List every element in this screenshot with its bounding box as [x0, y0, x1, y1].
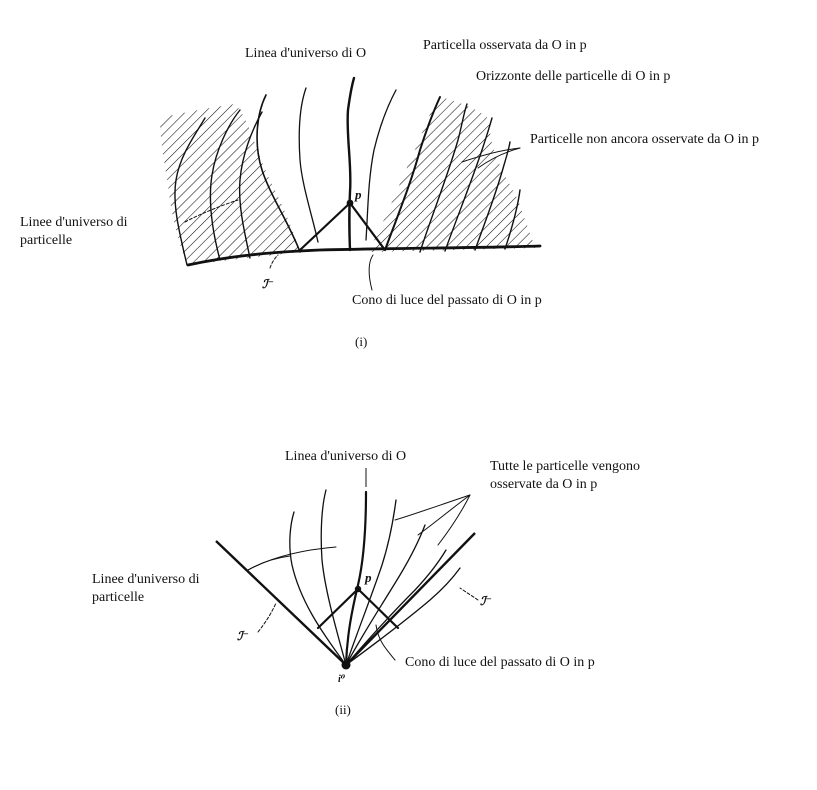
horizon-boundary-right — [384, 96, 441, 251]
leader-line — [257, 602, 277, 633]
leader-line — [375, 624, 396, 661]
label-all-observed-l1: Tutte le particelle vengono — [490, 459, 640, 474]
symbol-p-ii: p — [364, 570, 372, 585]
symbol-p-i: p — [354, 187, 362, 202]
particle-worldline — [238, 111, 263, 259]
label-worldline-O-ii: Linea d'universo di O — [285, 449, 406, 464]
leader-line — [417, 494, 471, 536]
leader-line — [247, 555, 291, 571]
particle-worldline — [345, 499, 397, 666]
particle-worldline — [504, 189, 521, 250]
particle-worldline — [444, 117, 493, 252]
label-particle-horizon: Orizzonte delle particelle di O in p — [476, 69, 670, 84]
leader-line — [461, 147, 521, 163]
particle-worldline — [289, 511, 347, 666]
symbol-scri-i: ℐ⁻ — [262, 277, 274, 291]
vertex-i0-dot — [341, 660, 351, 670]
diagram-ii — [215, 468, 479, 670]
particle-worldline — [345, 524, 426, 666]
past-light-cone-ii — [316, 587, 400, 630]
leader-line — [459, 587, 479, 601]
symbol-scri-right: ℐ⁻ — [480, 594, 492, 608]
observed-particle-worldline — [365, 89, 397, 241]
particle-worldline — [174, 117, 206, 266]
label-past-light-cone-ii: Cono di luce del passato di O in p — [405, 655, 595, 670]
label-particle-worldlines-ii-l1: Linee d'universo di — [92, 572, 200, 587]
label-unobserved-particles: Particelle non ancora osservate da O in … — [530, 132, 759, 147]
particle-worldline — [345, 567, 461, 666]
leader-line — [269, 254, 279, 269]
hatched-region-left — [160, 104, 300, 265]
label-particle-worldlines-i-l2: particelle — [20, 233, 72, 248]
leader-line — [184, 199, 239, 223]
observer-worldline-ii — [344, 490, 368, 667]
particle-worldline — [209, 109, 241, 261]
leader-line — [437, 494, 471, 546]
label-particle-worldlines-ii-l2: particelle — [92, 590, 144, 605]
past-null-infinity-i — [186, 244, 542, 267]
point-p-dot-i — [346, 199, 354, 207]
particle-worldline — [345, 549, 447, 666]
diagram-i — [160, 76, 542, 291]
particle-worldline — [474, 141, 511, 251]
hatched-region-right — [368, 97, 535, 252]
observed-worldline — [298, 87, 319, 243]
label-worldline-O-i: Linea d'universo di O — [245, 46, 366, 61]
label-all-observed-l2: osservate da O in p — [490, 477, 597, 492]
label-observed-particle: Particella osservata da O in p — [423, 38, 587, 53]
leader-line — [368, 254, 374, 291]
leader-line — [477, 147, 521, 169]
point-p-dot-ii — [354, 585, 362, 593]
past-light-cone-i — [298, 201, 387, 252]
label-past-light-cone-i: Cono di luce del passato di O in p — [352, 293, 542, 308]
past-null-infinity-left — [215, 540, 347, 666]
caption-ii: (ii) — [335, 702, 351, 717]
symbol-i0: i⁰ — [338, 674, 346, 685]
label-particle-worldlines-i-l1: Linee d'universo di — [20, 215, 128, 230]
particle-worldline — [419, 103, 468, 253]
symbol-scri-left: ℐ⁻ — [237, 629, 249, 643]
observer-worldline — [346, 76, 356, 252]
leader-line — [394, 494, 471, 521]
past-null-infinity-right — [345, 532, 476, 666]
caption-i: (i) — [355, 334, 367, 349]
particle-worldline — [320, 489, 347, 666]
horizon-boundary-left — [256, 94, 301, 253]
